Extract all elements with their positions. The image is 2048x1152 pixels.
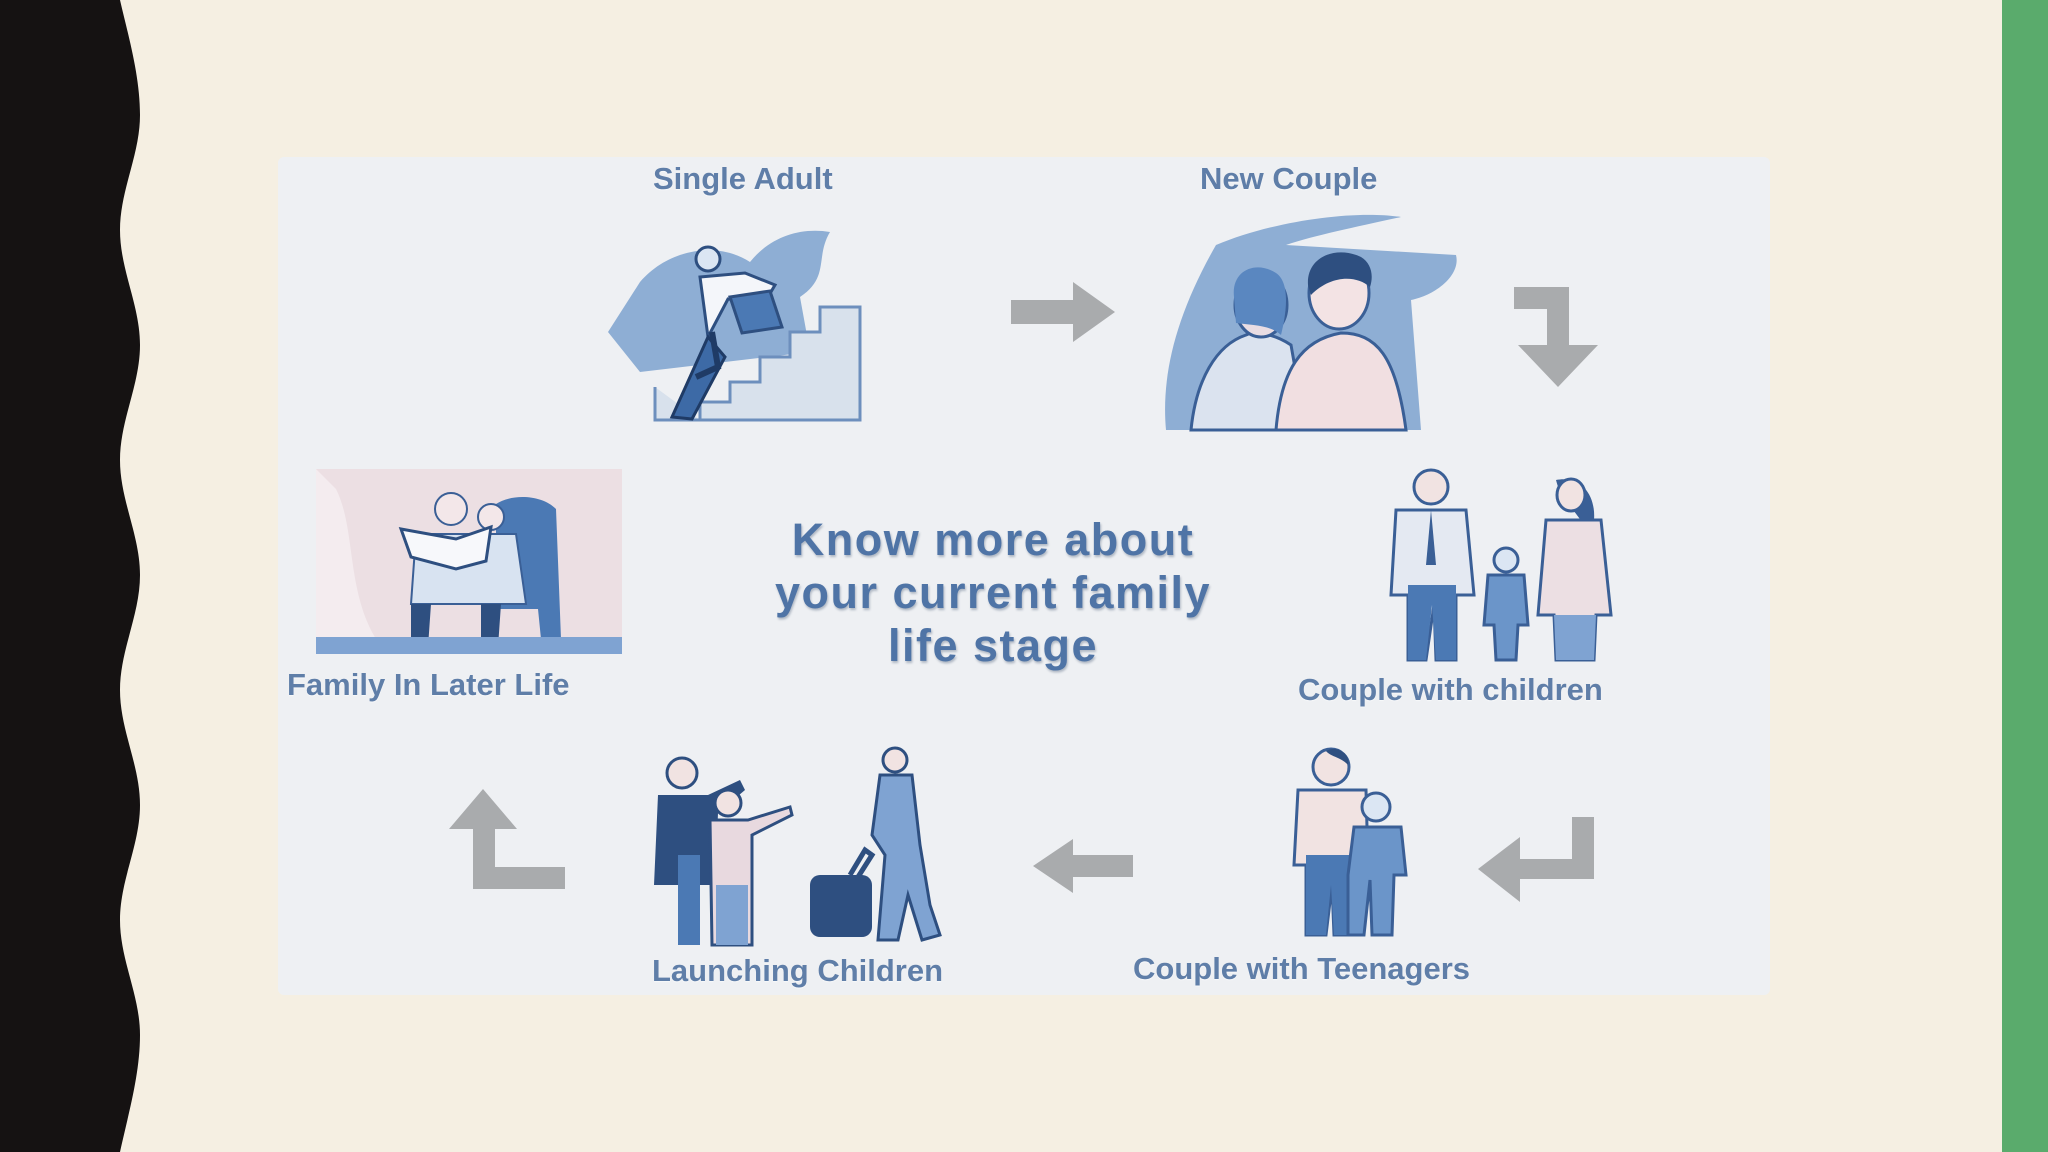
- center-caption-line-3: life stage: [887, 620, 1099, 671]
- couple-with-teenagers-illustration: [1292, 747, 1408, 937]
- left-wavy-band: [0, 0, 140, 1152]
- center-caption-line-2: your current family: [774, 567, 1212, 618]
- right-accent-bar: [2002, 0, 2048, 1152]
- arrow-left-icon: [1033, 839, 1133, 893]
- single-adult-illustration: [608, 230, 862, 422]
- arrow-turn-left-icon: [1478, 817, 1594, 902]
- label-new-couple: New Couple: [1200, 161, 1378, 196]
- arrow-turn-down-icon: [1514, 287, 1598, 387]
- couple-with-children-illustration: [1389, 468, 1613, 662]
- label-couple-with-teenagers: Couple with Teenagers: [1133, 951, 1471, 986]
- new-couple-illustration: [1165, 214, 1457, 432]
- family-life-cycle-diagram: Single Adult New Couple Couple with chil…: [278, 157, 1770, 995]
- label-single-adult: Single Adult: [653, 161, 833, 196]
- label-couple-with-children: Couple with children: [1298, 672, 1603, 707]
- center-caption-line-1: Know more about: [791, 514, 1195, 565]
- center-caption: Know more about your current family life…: [698, 513, 1288, 672]
- launching-children-illustration: [654, 746, 942, 947]
- arrow-turn-up-icon: [449, 789, 565, 889]
- label-launching-children: Launching Children: [652, 953, 944, 988]
- family-in-later-life-illustration: [316, 469, 622, 654]
- arrow-right-icon: [1011, 282, 1115, 342]
- label-family-in-later-life: Family In Later Life: [287, 667, 570, 702]
